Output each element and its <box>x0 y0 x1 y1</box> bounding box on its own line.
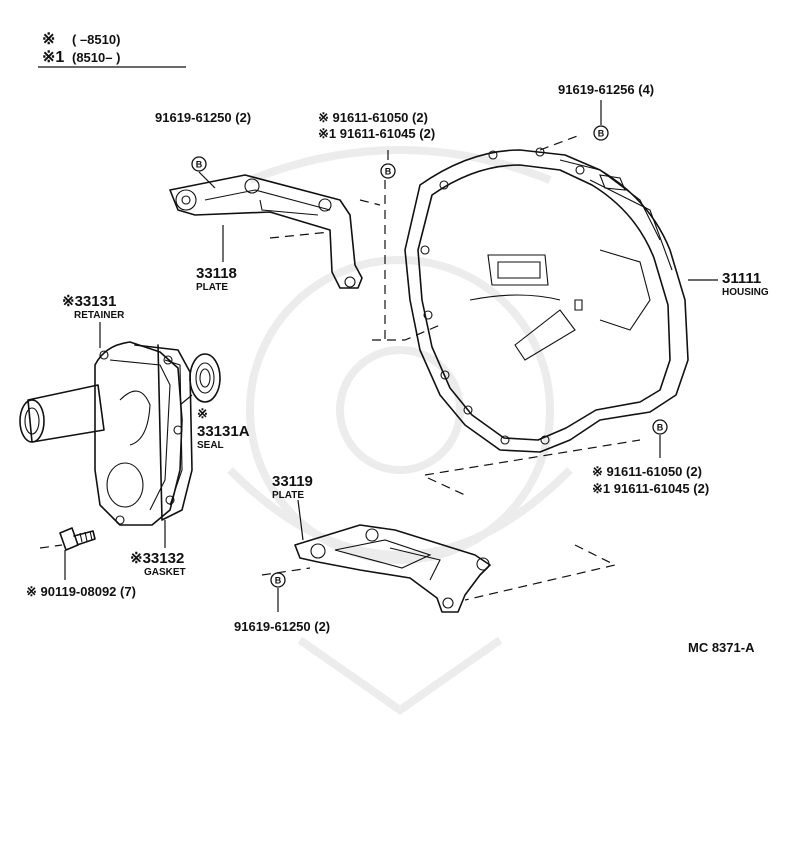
svg-text:B: B <box>196 160 203 170</box>
watermark-emblem <box>227 146 573 715</box>
retainer-part <box>19 341 183 526</box>
label-figure-code: MC 8371-A <box>688 640 755 655</box>
svg-text:B: B <box>385 167 392 177</box>
housing-bolt-holes <box>420 147 585 445</box>
plate-upper-part <box>169 174 363 289</box>
assembly-lines <box>39 134 641 601</box>
label-bolt-top-right: 91619-61256 (4) <box>558 82 654 97</box>
label-gasket-name: GASKET <box>144 567 186 578</box>
label-bolt-plate-top: 91619-61250 (2) <box>155 110 251 125</box>
marker-b-top-mid: B <box>380 163 396 179</box>
legend-range-1: ( –8510) <box>72 32 120 47</box>
label-bolt-retainer: ※ 90119-08092 (7) <box>26 584 136 599</box>
svg-text:B: B <box>598 129 605 139</box>
label-bolt-plate-bottom: 91619-61250 (2) <box>234 619 330 634</box>
label-housing-name: HOUSING <box>722 287 769 298</box>
label-seal-name: SEAL <box>197 440 224 451</box>
label-gasket-number: ※33132 <box>130 550 184 567</box>
marker-b-plate-top: B <box>191 156 207 172</box>
marker-b-top-right: B <box>593 125 609 141</box>
label-bolt-top-mid-1: ※ 91611-61050 (2) <box>318 110 428 125</box>
legend-range-2: (8510– ) <box>72 50 120 65</box>
label-plate-lower-number: 33119 <box>272 473 313 490</box>
marker-b-lower-right: B <box>652 419 668 435</box>
label-retainer-number: ※33131 <box>62 293 116 310</box>
label-plate-lower-name: PLATE <box>272 490 304 501</box>
svg-text:B: B <box>657 423 664 433</box>
legend-symbol-2: ※1 <box>42 49 64 66</box>
svg-text:B: B <box>275 576 282 586</box>
seal-part <box>189 353 221 403</box>
label-plate-upper-number: 33118 <box>196 265 237 282</box>
marker-b-plate-bottom: B <box>270 572 286 588</box>
label-plate-upper-name: PLATE <box>196 282 228 293</box>
retainer-bolt-part <box>59 527 96 551</box>
gasket-part <box>134 344 193 521</box>
legend-symbol-1: ※ <box>42 31 55 48</box>
leader-lines <box>64 100 718 612</box>
label-seal-number: 33131A <box>197 423 250 440</box>
label-bolt-lower-right-1: ※ 91611-61050 (2) <box>592 464 702 479</box>
label-bolt-lower-right-2: ※1 91611-61045 (2) <box>592 481 709 496</box>
plate-lower-part <box>294 524 491 613</box>
header-legend: ※ ( –8510) ※1 (8510– ) <box>38 31 186 68</box>
label-seal-star: ※ <box>197 406 208 421</box>
label-retainer-name: RETAINER <box>74 310 125 321</box>
label-bolt-top-mid-2: ※1 91611-61045 (2) <box>318 126 435 141</box>
housing-part <box>404 147 689 453</box>
label-housing-number: 31111 <box>722 270 761 287</box>
